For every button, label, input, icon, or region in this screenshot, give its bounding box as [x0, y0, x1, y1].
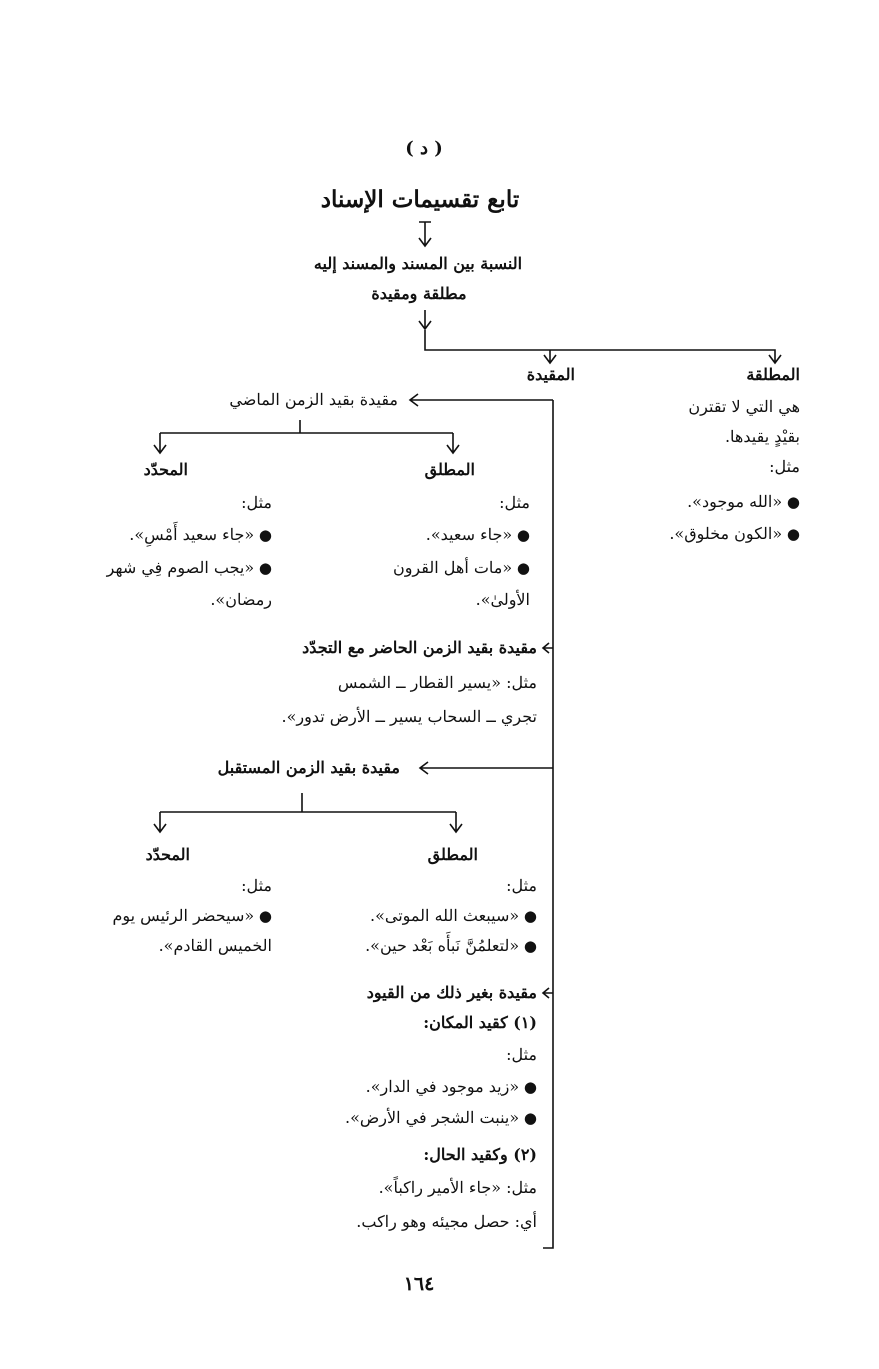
restricted-trunk-line [543, 400, 554, 1249]
past-specific-example-2: «يجب الصوم فِي شهر [107, 557, 272, 579]
past-heading: مقيدة بقيد الزمن الماضي [229, 390, 398, 409]
subtitle-relation: النسبة بين المسند والمسند إليه [313, 254, 523, 273]
title-arrow [418, 221, 432, 248]
other-arrow [541, 987, 553, 999]
page-title: تابع تقسيمات الإسناد [320, 186, 520, 213]
state-heading: (٢) وكقيد الحال: [423, 1145, 537, 1164]
absolute-example-2: «الكون مخلوق». [669, 523, 800, 545]
future-specific-example-1-cont: الخميس القادم». [158, 936, 272, 955]
place-example-2: «ينبت الشجر في الأرض». [345, 1107, 537, 1129]
past-specific-example-1: «جاء سعيد أَمْسِ». [129, 524, 272, 546]
past-split-connector [153, 420, 460, 455]
past-absolute-heading: المطلق [424, 460, 475, 479]
section-marker: ( د ) [405, 138, 443, 159]
place-example-1: «زيد موجود في الدار». [366, 1076, 537, 1098]
future-specific-example-label: مثل: [241, 876, 272, 895]
subtitle-types: مطلقة ومقيدة [371, 284, 467, 303]
past-specific-example-2-cont: رمضان». [210, 590, 272, 609]
future-absolute-example-2: «لتعلمُنَّ نَبأَه بَعْد حين». [365, 935, 537, 957]
place-heading: (١) كقيد المكان: [423, 1013, 537, 1032]
future-specific-example-1: «سيحضر الرئيس يوم [112, 905, 272, 927]
absolute-example-label: مثل: [769, 457, 800, 476]
state-example: مثل: «جاء الأمير راكباً». [378, 1178, 537, 1197]
future-specific-heading: المحدّد [145, 845, 190, 864]
place-example-label: مثل: [506, 1045, 537, 1064]
past-absolute-example-2-cont: الأولىٰ». [475, 590, 530, 609]
page-number: ١٦٤ [403, 1273, 435, 1295]
subtitle-arrow [418, 310, 432, 331]
future-heading: مقيدة بقيد الزمن المستقبل [217, 758, 400, 777]
present-heading: مقيدة بقيد الزمن الحاضر مع التجدّد [302, 638, 537, 657]
absolute-definition-line1: هي التي لا تقترن [688, 397, 800, 416]
past-specific-heading: المحدّد [143, 460, 188, 479]
future-absolute-example-1: «سيبعث الله الموتى». [370, 905, 537, 927]
present-example-line1: مثل: «يسير القطار ــ الشمس [337, 673, 537, 692]
past-absolute-example-2: «مات أهل القرون [393, 557, 530, 579]
state-explanation: أي: حصل مجيئه وهو راكب. [356, 1212, 537, 1231]
past-absolute-example-label: مثل: [499, 493, 530, 512]
past-arrow [408, 393, 553, 407]
future-split-connector [153, 793, 463, 834]
absolute-heading: المطلقة [746, 365, 800, 384]
absolute-example-1: «الله موجود». [687, 491, 800, 513]
restricted-heading: المقيدة [526, 365, 575, 384]
past-absolute-example-1: «جاء سعيد». [426, 524, 530, 546]
main-split-connector [424, 330, 782, 365]
absolute-definition-line2: بقيْدٍ يقيدها. [724, 427, 800, 446]
future-absolute-example-label: مثل: [506, 876, 537, 895]
present-example-line2: تجري ــ السحاب يسير ــ الأرض تدور». [281, 707, 537, 726]
past-specific-example-label: مثل: [241, 493, 272, 512]
present-arrow [541, 642, 553, 654]
other-heading: مقيدة بغير ذلك من القيود [366, 983, 537, 1002]
future-arrow [418, 761, 553, 775]
future-absolute-heading: المطلق [427, 845, 478, 864]
